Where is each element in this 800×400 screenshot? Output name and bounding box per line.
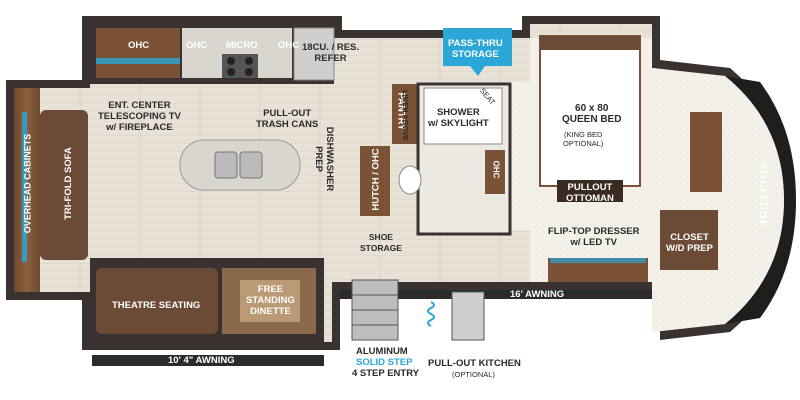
label-step-entry: 4 STEP ENTRY [352,368,420,379]
brand-logo: SOLITUDE [756,163,769,228]
label-flip-top-dresser: FLIP-TOP DRESSER w/ LED TV [548,226,640,248]
shower [423,87,503,145]
trifold-sofa [40,110,88,260]
label-pullout-kitchen: PULL-OUT KITCHEN [428,358,521,369]
pass-thru-callout [443,28,512,76]
label-pass-thru: PASS-THRU STORAGE [448,38,503,60]
label-ohc-bath: OHC [491,160,501,179]
label-overhead-cabinets: OVERHEAD CABINETS [22,133,33,234]
front-cap [725,76,796,324]
closet [660,210,718,270]
label-ohc-left: OHC [128,40,150,51]
label-dishwasher-prep: DISHWASHER PREP [313,126,336,192]
label-awning-10: 10' 4" AWNING [168,355,235,366]
label-ent-center: ENT. CENTER TELESCOPING TV w/ FIREPLACE [98,100,181,133]
label-refer: 18CU. / RES. REFER [302,42,360,64]
label-linen-above: LINEN ABOVE [400,90,410,141]
label-theatre-seating: THEATRE SEATING [112,300,201,311]
awning-main-bar [338,289,690,299]
label-shower: SHOWER w/ SKYLIGHT [428,107,489,129]
label-pullout-kitchen-optional: (OPTIONAL) [452,370,495,379]
pantry [392,84,418,144]
label-awning-16: 16' AWNING [510,289,565,300]
pullout-kitchen [451,291,485,341]
spring-coil-icon [427,301,435,327]
label-trifold-sofa: TRI-FOLD SOFA [62,147,74,220]
label-ohc-mid: OHC [186,40,208,51]
label-hutch-ohc: HUTCH / OHC [370,148,382,211]
label-ohc-right: OHC [278,40,300,51]
label-king-optional: (KING BED OPTIONAL) [563,130,604,148]
awning-rear-bar [92,355,324,366]
label-pullout-trash: PULL-OUT TRASH CANS [256,108,319,130]
label-pullout-ottoman: PULLOUT OTTOMAN [566,182,614,204]
label-micro: MICRO [226,40,258,51]
theatre-seating [96,268,218,334]
label-free-dinette: FREE STANDING DINETTE [246,284,295,317]
label-queen-bed: 60 x 80 QUEEN BED [562,103,622,125]
label-solid-step: SOLID STEP [356,357,413,368]
label-shoe-storage: SHOE STORAGE [360,232,402,253]
label-aluminum: ALUMINUM [356,346,408,357]
label-closet: CLOSET W/D PREP [666,232,713,254]
